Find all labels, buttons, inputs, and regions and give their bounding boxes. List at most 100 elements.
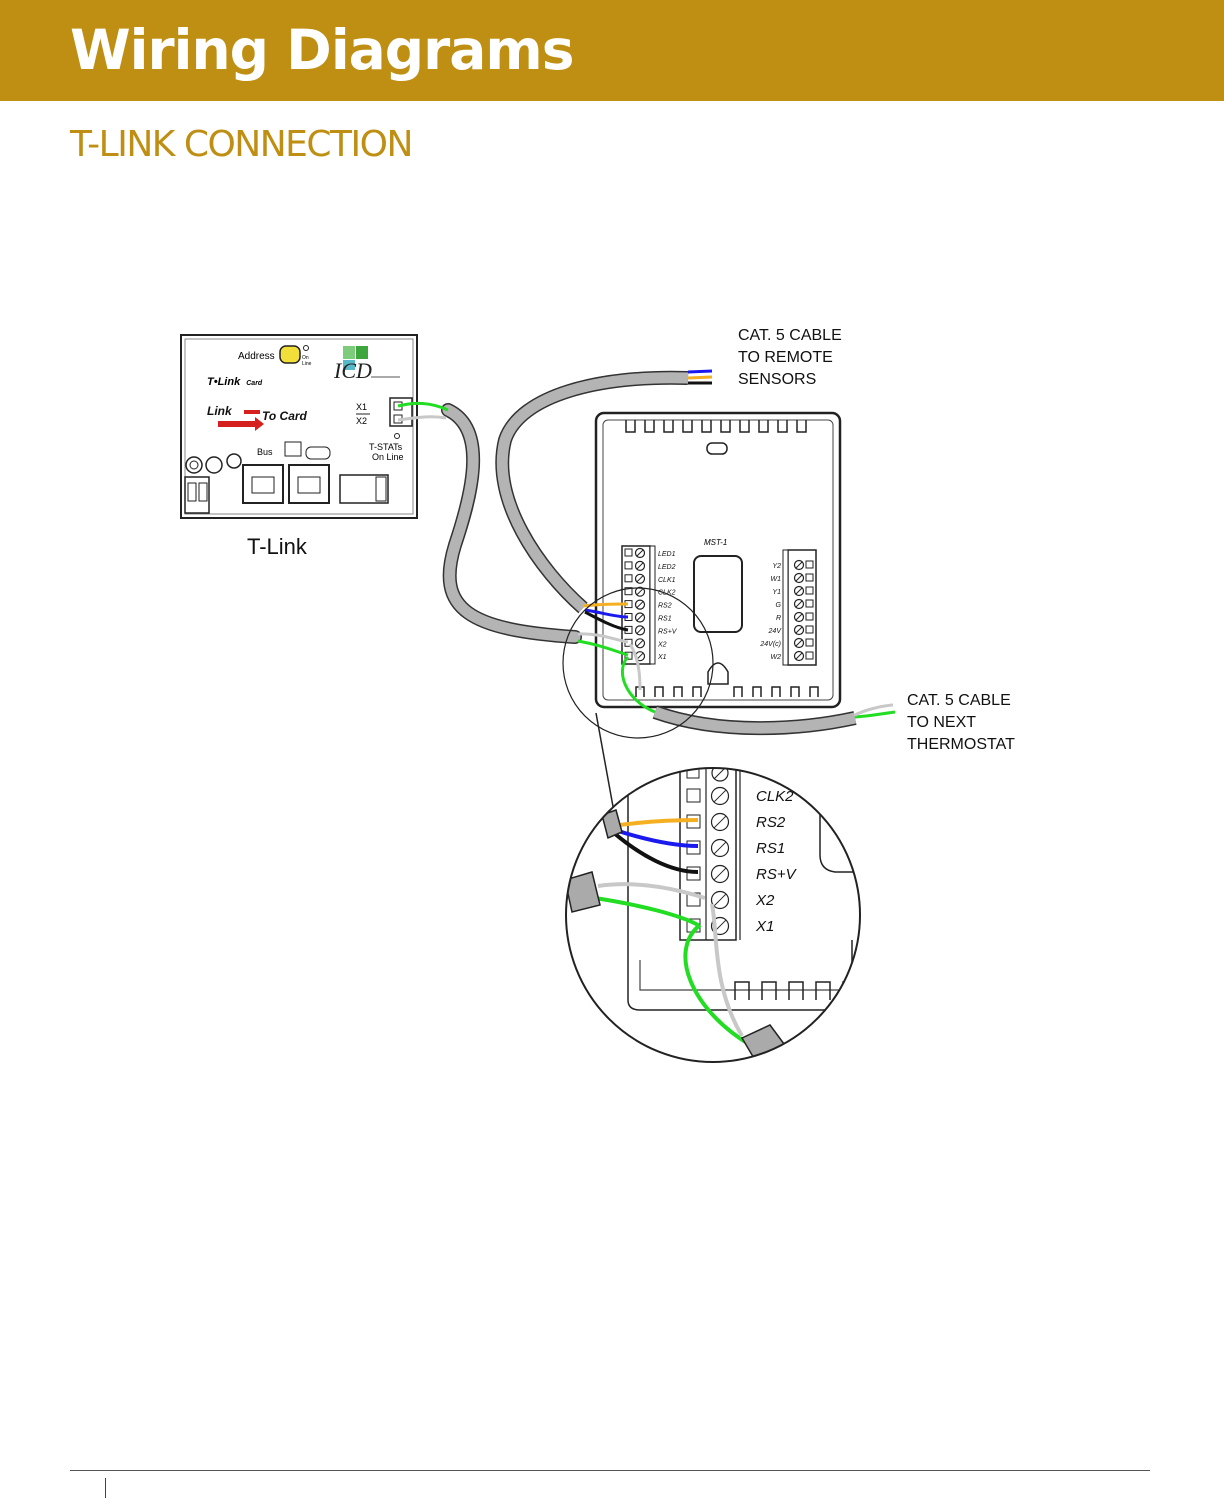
left-terminal-rs1-screw-icon-slot	[636, 613, 644, 622]
tlink-cable	[442, 404, 581, 643]
top-vents	[625, 420, 807, 433]
tstats-label-2: On Line	[372, 452, 404, 462]
remote-callout-line-1: CAT. 5 CABLE	[738, 327, 842, 344]
zoom-terminal-label-x2: X2	[755, 892, 775, 909]
left-terminal-rs-v-screw-icon-slot	[636, 626, 644, 634]
address-label: Address	[238, 351, 275, 362]
zoom-terminal-label-clk2: CLK2	[756, 788, 794, 805]
rj-jack-left	[242, 464, 284, 504]
right-terminal-label-w2: W2	[771, 654, 782, 661]
left-terminal-strip-edge	[649, 545, 656, 665]
zoom-circle-outline	[565, 767, 861, 1063]
right-terminal-label-g: G	[776, 602, 782, 609]
zoom-terminal-label-x1: X1	[755, 918, 774, 935]
model-label: MST-1	[704, 538, 727, 547]
zoom-terminal-top-clamp	[686, 768, 700, 779]
footer-rule	[70, 1470, 1150, 1471]
remote-cable	[496, 372, 689, 613]
logo-block-2	[356, 346, 368, 359]
next-wire-gray-term	[628, 643, 642, 691]
zoom-terminal-x2-screw-icon-slot	[713, 893, 727, 907]
zoom-wire-green-out	[683, 923, 754, 1048]
zoom-terminal-rs1-screw-icon-slot	[713, 841, 727, 855]
icd-logo: ICD	[333, 346, 400, 383]
zoom-leader-line	[595, 712, 615, 813]
card-name-suffix: Card	[246, 380, 263, 387]
left-terminal-led1-screw-icon-slot	[636, 549, 644, 557]
zoom-cable-end-top	[601, 809, 623, 840]
left-terminal-clk1-screw-icon-slot	[636, 575, 644, 583]
remote-wire-blue	[687, 369, 713, 374]
left-terminal-led2-clamp	[624, 561, 633, 570]
tlink-card-inner	[184, 338, 414, 515]
tlink-wire-green	[397, 401, 449, 412]
zoom-wire-gray-out	[710, 903, 744, 1038]
zoom-terminal-label-rs2: RS2	[756, 814, 786, 831]
jack-1-icon	[185, 456, 203, 474]
logo-text: ICD	[333, 358, 372, 383]
backplate-inner	[602, 419, 834, 701]
left-terminal-x1-clamp	[624, 651, 633, 660]
next-wire-green	[854, 710, 896, 719]
zoom-terminal-clk2-screw-icon-slot	[713, 789, 727, 803]
right-terminal-label-w1: W1	[771, 576, 782, 583]
next-callout-line-3: THERMOSTAT	[907, 736, 1015, 753]
center-cutout	[693, 555, 743, 633]
x1-label: X1	[356, 402, 367, 412]
remote-wire-orange-term	[582, 602, 629, 608]
right-terminal-w1-screw-icon-slot	[795, 574, 803, 582]
online-led-icon	[303, 345, 309, 351]
zoom-terminal-rs-v-screw-icon-slot	[713, 867, 727, 881]
right-terminal-w2-screw-icon-slot	[795, 652, 803, 660]
left-terminal-label-x1: X1	[657, 654, 667, 661]
right-terminal-w2-clamp	[805, 651, 814, 660]
zoom-terminal-rs2-screw-icon-slot	[713, 815, 727, 829]
right-terminal-r-clamp	[805, 612, 814, 621]
left-terminal-label-led2: LED2	[658, 564, 676, 571]
rj-jack-right	[288, 464, 330, 504]
left-terminal-screws	[624, 547, 646, 662]
zoom-backplate-inner	[639, 960, 860, 991]
zoom-backplate-edge	[627, 768, 860, 1011]
tlink-wire-green-term	[577, 639, 629, 657]
bus-jumper	[305, 446, 331, 460]
tlink-wire-gray-term	[577, 632, 629, 644]
zoom-terminal-clk2-clamp	[686, 788, 701, 803]
bus-label: Bus	[257, 447, 273, 457]
right-terminal-screws	[793, 559, 814, 662]
next-wire-green-term	[620, 655, 656, 714]
left-terminal-label-x2: X2	[657, 641, 667, 648]
right-terminal-label-24v-c-: 24V(c)	[759, 641, 781, 648]
left-terminal-label-rs-v: RS+V	[658, 628, 678, 635]
zoom-terminal-label-rs1: RS1	[756, 840, 785, 857]
next-callout-line-1: CAT. 5 CABLE	[907, 692, 1011, 709]
x2-label: X2	[356, 416, 367, 426]
next-thermostat-callout: CAT. 5 CABLE TO NEXT THERMOSTAT	[907, 692, 1015, 753]
right-terminal-y1-screw-icon-slot	[795, 587, 803, 595]
card-name: T•Link Card	[207, 376, 263, 388]
zoom-wire-black	[612, 831, 699, 874]
next-wire-gray	[854, 703, 894, 717]
link-arrow-upper-icon	[244, 410, 260, 414]
mount-slot	[706, 442, 728, 455]
logo-block-1	[343, 346, 355, 359]
right-terminal-g-clamp	[805, 599, 814, 608]
zoom-cutout-edge	[819, 790, 860, 873]
remote-wire-blue-term	[584, 608, 629, 619]
right-terminal-w1-clamp	[805, 573, 814, 582]
remote-wire-black-term	[584, 610, 629, 632]
zoom-wire-gray-in	[597, 882, 706, 900]
zoom-terminal-label-rs-v: RS+V	[756, 866, 798, 883]
right-terminal-label-r: R	[776, 615, 781, 622]
zoom-source-circle	[562, 587, 714, 739]
page-title: Wiring Diagrams	[70, 18, 574, 82]
left-terminal-label-clk1: CLK1	[658, 577, 676, 584]
right-terminal-24v-c--screw-icon-slot	[795, 639, 803, 647]
left-terminal-clk1-clamp	[624, 574, 633, 583]
link-to-card-logo: Link To Card	[207, 404, 308, 431]
